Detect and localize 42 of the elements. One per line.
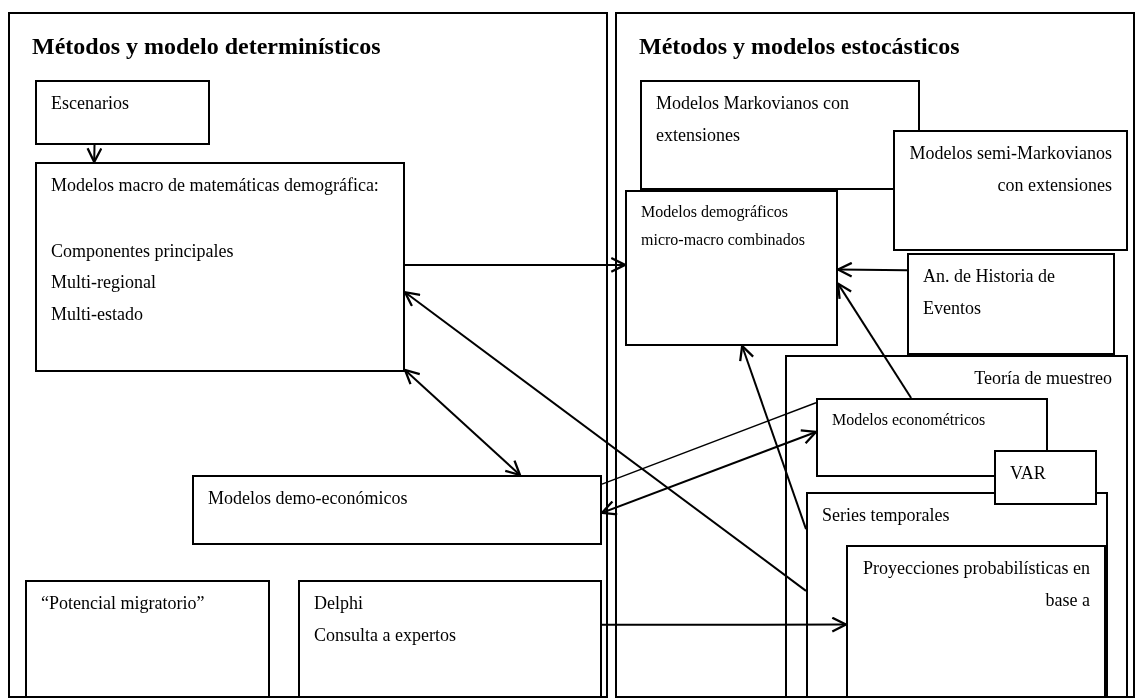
box-heading: Proyecciones probabilísticas en base a [862, 557, 1090, 612]
arrow [403, 291, 807, 592]
box-heading: Modelos econométricos [832, 410, 987, 430]
text-box [907, 253, 1115, 355]
panel-title: Métodos y modelo determinísticos [32, 32, 382, 61]
box-heading: Modelos demo-económicos [208, 487, 409, 510]
box-heading: Modelos Markovianos con extensiones [656, 92, 850, 147]
arrow [600, 429, 818, 516]
box-text: Multi-estado [51, 302, 144, 326]
text-box [35, 80, 210, 145]
panel [615, 12, 1135, 698]
text-box [806, 492, 1108, 698]
arrow [403, 368, 522, 477]
box-heading: Modelos macro de matemáticas demográfica: [51, 174, 380, 197]
text-box [994, 450, 1097, 505]
box-heading: An. de Historia de Eventos [923, 265, 1056, 320]
box-heading: Series temporales [822, 504, 951, 527]
text-box [846, 545, 1106, 698]
box-heading: Teoría de muestreo [973, 367, 1112, 390]
text-box [35, 162, 405, 372]
arrow [404, 256, 627, 273]
text-box [192, 475, 602, 545]
text-box [625, 190, 838, 346]
text-box [893, 130, 1128, 251]
text-box [298, 580, 602, 698]
arrow [739, 344, 807, 531]
box-heading: Escenarios [51, 92, 130, 115]
text-box [816, 398, 1048, 477]
text-box [25, 580, 270, 698]
box-text: Multi-regional [51, 271, 157, 294]
panel-title: Métodos y modelos estocásticos [639, 32, 961, 61]
box-heading: Delphi [314, 592, 364, 615]
box-text: Consulta a expertos [314, 623, 457, 647]
arrow [86, 144, 103, 164]
arrow [601, 616, 848, 633]
box-heading: “Potencial migratorio” [41, 592, 206, 615]
box-text: Componentes principales [51, 239, 235, 263]
box-heading: Modelos demográficos micro-macro combinados [641, 202, 806, 250]
text-box [785, 355, 1128, 698]
box-heading: VAR [1010, 462, 1047, 485]
box-heading: Modelos semi-Markovianos con extensiones [909, 142, 1112, 197]
panel [8, 12, 608, 698]
